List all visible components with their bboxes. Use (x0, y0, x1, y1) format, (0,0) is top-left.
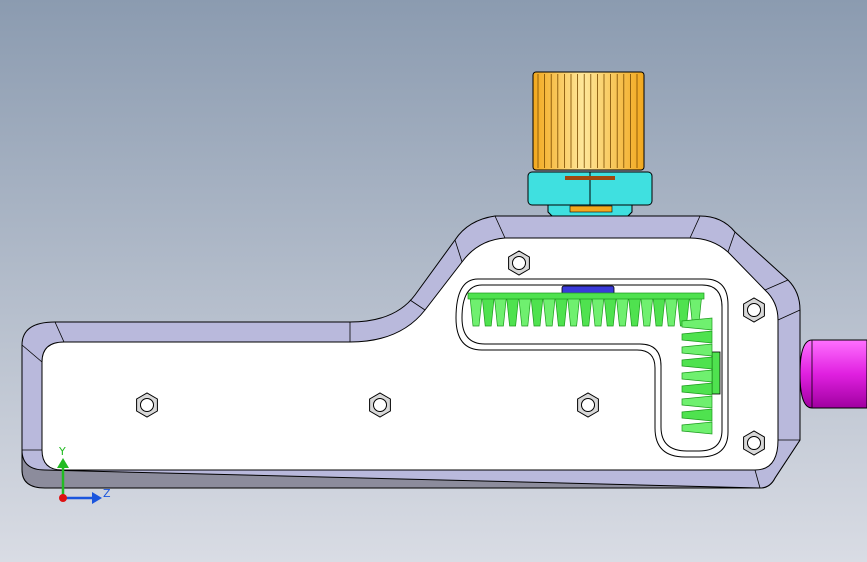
motor-body[interactable] (799, 339, 867, 409)
bolt-hole (581, 398, 595, 412)
collar-screw-slot (565, 176, 615, 180)
motor[interactable] (799, 339, 867, 409)
pulley-teeth (537, 74, 638, 168)
gear-teeth-horizontal (467, 292, 705, 327)
gear-tooth (681, 369, 713, 383)
fastener-group (136, 250, 765, 456)
gear-tooth (681, 395, 713, 409)
z-axis-arrowhead (92, 492, 102, 504)
x-axis-origin-dot (59, 494, 67, 502)
gear-rim (467, 292, 705, 300)
chamfer-edge-lines (21, 215, 801, 489)
gear-tooth (681, 408, 713, 422)
gear-tooth (681, 382, 713, 396)
y-axis-arrowhead (57, 458, 69, 468)
gear-tooth (681, 343, 713, 357)
bolt-hole (373, 398, 387, 412)
gear-tooth (681, 317, 713, 331)
gear-tooth (681, 421, 713, 435)
bolt-hole (140, 398, 154, 412)
gear-hub-vertical (711, 351, 721, 395)
y-axis-label: Y (58, 445, 66, 458)
pulley-assembly[interactable] (527, 71, 653, 227)
timing-pulley[interactable] (532, 71, 645, 171)
gear-tooth (681, 330, 713, 344)
gearbox-housing[interactable] (21, 215, 801, 489)
bolt-hole (512, 256, 526, 270)
gear-teeth-vertical (681, 317, 713, 435)
gear-cavity (461, 284, 723, 452)
bolt-hole (747, 303, 761, 317)
bevel-gear-horizontal[interactable] (467, 285, 705, 327)
bevel-gear-vertical[interactable] (681, 317, 721, 435)
z-axis-label: Z (103, 487, 111, 500)
coordinate-triad[interactable]: Y Z (57, 445, 111, 504)
bolt-hole (747, 436, 761, 450)
shaft-key (569, 205, 613, 213)
gear-tooth (681, 356, 713, 370)
